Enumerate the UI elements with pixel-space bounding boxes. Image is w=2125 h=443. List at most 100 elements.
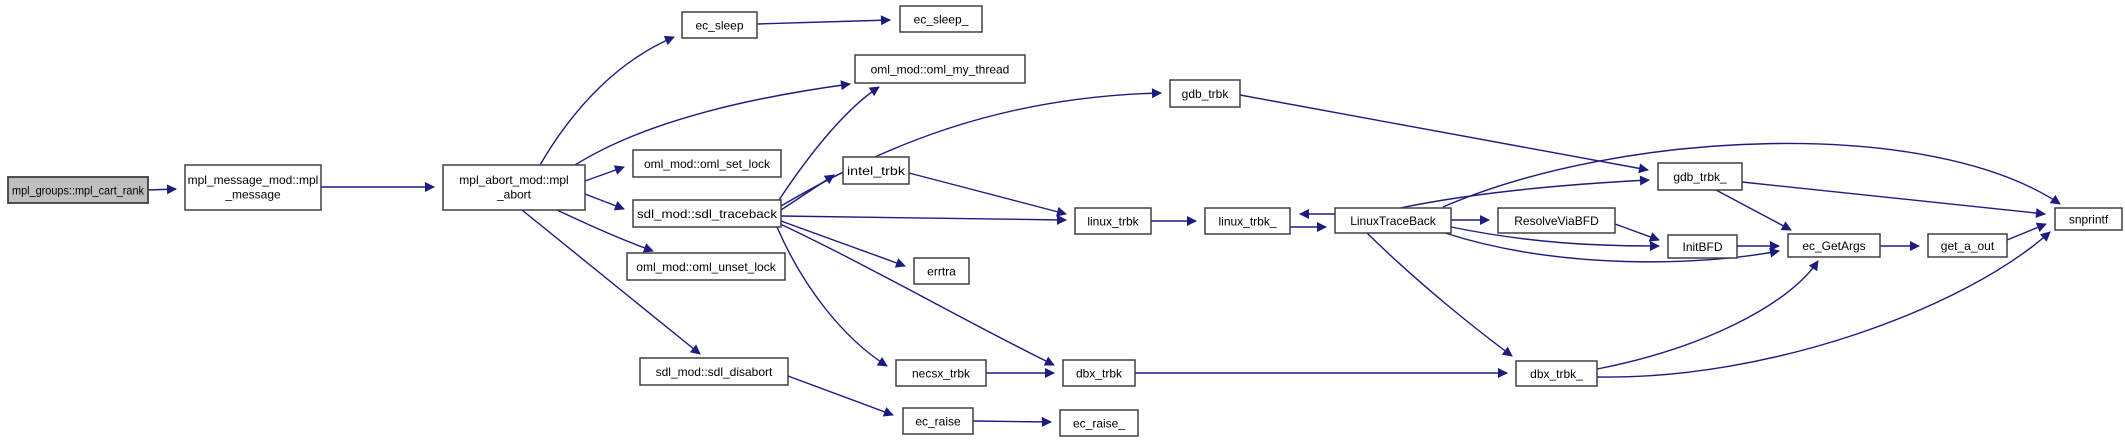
edge-gdb_trbk_-to-snprintf: [1741, 181, 2046, 219]
node-box-ec_raise_[interactable]: [1059, 409, 1139, 437]
node-box-oml_unset_lock[interactable]: [626, 252, 786, 281]
node-box-ec_GetArgs[interactable]: [1787, 233, 1881, 258]
node-label-sdl_disabort: sdl_mod::sdl_disabort: [656, 365, 773, 379]
node-mpl_abort[interactable]: mpl_abort_mod::mpl_abort: [442, 164, 586, 211]
node-ec_raise_[interactable]: ec_raise_: [1059, 409, 1139, 437]
node-label-ec_sleep: ec_sleep: [695, 19, 743, 33]
edge-mpl_abort-to-oml_my_thread: [574, 80, 851, 166]
node-ResolveViaBFD[interactable]: ResolveViaBFD: [1497, 207, 1616, 234]
node-InitBFD[interactable]: InitBFD: [1667, 234, 1738, 259]
node-label-mpl_message: mpl_message_mod::mpl_message: [188, 173, 319, 202]
node-necsx_trbk[interactable]: necsx_trbk: [895, 359, 987, 387]
node-label-oml_set_lock: oml_mod::oml_set_lock: [644, 157, 771, 171]
node-label-oml_my_thread: oml_mod::oml_my_thread: [871, 63, 1010, 77]
node-sdl_traceback[interactable]: sdl_mod::sdl_traceback: [632, 199, 782, 228]
node-linux_trbk_[interactable]: linux_trbk_: [1204, 207, 1291, 235]
edge-mpl_abort-to-sdl_disabort: [521, 209, 701, 355]
node-dbx_trbk[interactable]: dbx_trbk: [1062, 359, 1136, 387]
node-gdb_trbk[interactable]: gdb_trbk: [1169, 79, 1241, 108]
node-label-ec_sleep_: ec_sleep_: [914, 13, 969, 27]
node-box-mpl_abort[interactable]: [442, 164, 586, 211]
node-label-cart_rank: mpl_groups::mpl_cart_rank: [12, 184, 145, 198]
edge-LinuxTraceBack-to-InitBFD: [1450, 226, 1660, 251]
node-box-InitBFD[interactable]: [1667, 234, 1738, 259]
node-label-snprintf: snprintf: [2069, 213, 2109, 227]
node-ec_raise[interactable]: ec_raise: [902, 407, 974, 435]
node-label-sdl_traceback: sdl_mod::sdl_traceback: [637, 207, 778, 221]
edge-gdb_trbk_-to-ec_GetArgs: [1715, 189, 1792, 231]
edge-mpl_abort-to-sdl_traceback: [584, 193, 625, 211]
node-oml_set_lock[interactable]: oml_mod::oml_set_lock: [632, 149, 782, 178]
node-label-oml_unset_lock: oml_mod::oml_unset_lock: [636, 260, 776, 274]
node-label-gdb_trbk_: gdb_trbk_: [1673, 170, 1727, 184]
node-box-get_a_out[interactable]: [1927, 233, 2008, 258]
node-label-linux_trbk: linux_trbk: [1087, 215, 1139, 229]
node-gdb_trbk_[interactable]: gdb_trbk_: [1657, 162, 1743, 191]
node-oml_unset_lock[interactable]: oml_mod::oml_unset_lock: [626, 252, 786, 281]
node-box-sdl_traceback[interactable]: [632, 199, 782, 228]
node-box-necsx_trbk[interactable]: [895, 359, 987, 387]
node-label-ResolveViaBFD: ResolveViaBFD: [1514, 214, 1599, 228]
node-snprintf[interactable]: snprintf: [2054, 207, 2123, 231]
node-oml_my_thread[interactable]: oml_mod::oml_my_thread: [854, 54, 1026, 84]
edge-LinuxTraceBack-to-snprintf: [1442, 142, 2061, 208]
node-label-intel_trbk: intel_trbk: [847, 164, 906, 178]
node-box-oml_my_thread[interactable]: [854, 54, 1026, 84]
node-box-ec_sleep[interactable]: [681, 11, 758, 39]
node-mpl_message[interactable]: mpl_message_mod::mpl_message: [184, 164, 322, 211]
node-label-ec_GetArgs: ec_GetArgs: [1802, 239, 1865, 253]
node-LinuxTraceBack[interactable]: LinuxTraceBack: [1334, 207, 1452, 234]
edge-sdl_traceback-to-necsx_trbk: [776, 226, 888, 367]
node-ec_GetArgs[interactable]: ec_GetArgs: [1787, 233, 1881, 258]
edge-ec_raise-to-ec_raise_: [972, 416, 1052, 427]
node-label-LinuxTraceBack: LinuxTraceBack: [1350, 214, 1437, 228]
node-ec_sleep[interactable]: ec_sleep: [681, 11, 758, 39]
node-ec_sleep_[interactable]: ec_sleep_: [899, 5, 983, 33]
node-box-ec_raise[interactable]: [902, 407, 974, 435]
edge-sdl_traceback-to-intel_trbk: [780, 174, 835, 211]
node-box-snprintf[interactable]: [2054, 207, 2123, 231]
edge-sdl_traceback-to-dbx_trbk: [779, 223, 1055, 366]
node-label-dbx_trbk: dbx_trbk: [1076, 367, 1123, 381]
node-box-ResolveViaBFD[interactable]: [1497, 207, 1616, 234]
edge-LinuxTraceBack-to-gdb_trbk_: [1399, 175, 1650, 209]
edge-mpl_abort-to-ec_sleep: [539, 35, 675, 166]
edge-sdl_traceback-to-oml_my_thread: [778, 86, 880, 201]
edge-sdl_traceback-to-errtra: [780, 220, 906, 268]
edge-ec_sleep-to-ec_sleep_: [756, 15, 891, 26]
node-linux_trbk[interactable]: linux_trbk: [1074, 207, 1152, 235]
node-box-sdl_disabort[interactable]: [639, 357, 789, 386]
node-box-linux_trbk[interactable]: [1074, 207, 1152, 235]
node-label-linux_trbk_: linux_trbk_: [1218, 215, 1276, 229]
node-box-gdb_trbk_[interactable]: [1657, 162, 1743, 191]
node-box-mpl_message[interactable]: [184, 164, 322, 211]
node-label-get_a_out: get_a_out: [1941, 239, 1995, 253]
node-label-ec_raise_: ec_raise_: [1073, 417, 1125, 431]
node-label-necsx_trbk: necsx_trbk: [912, 367, 971, 381]
edge-sdl_traceback-to-linux_trbk: [780, 214, 1067, 225]
node-box-ec_sleep_[interactable]: [899, 5, 983, 33]
edge-dbx_trbk_-to-snprintf: [1596, 231, 2051, 378]
node-sdl_disabort[interactable]: sdl_mod::sdl_disabort: [639, 357, 789, 386]
edge-cart_rank-to-mpl_message: [147, 184, 177, 195]
node-box-cart_rank: [7, 176, 149, 204]
edge-LinuxTraceBack-to-ec_GetArgs: [1444, 232, 1780, 263]
node-box-LinuxTraceBack[interactable]: [1334, 207, 1452, 234]
node-intel_trbk[interactable]: intel_trbk: [842, 156, 910, 185]
node-label-dbx_trbk_: dbx_trbk_: [1530, 367, 1583, 381]
node-dbx_trbk_[interactable]: dbx_trbk_: [1515, 360, 1598, 387]
node-box-gdb_trbk[interactable]: [1169, 79, 1241, 108]
edge-mpl_abort-to-oml_set_lock: [584, 165, 625, 182]
node-errtra[interactable]: errtra: [913, 257, 970, 285]
node-box-dbx_trbk[interactable]: [1062, 359, 1136, 387]
node-get_a_out[interactable]: get_a_out: [1927, 233, 2008, 258]
node-box-linux_trbk_[interactable]: [1204, 207, 1291, 235]
edge-sdl_disabort-to-ec_raise: [787, 375, 894, 417]
node-box-errtra[interactable]: [913, 257, 970, 285]
node-box-intel_trbk[interactable]: [842, 156, 910, 185]
node-label-gdb_trbk: gdb_trbk: [1182, 87, 1230, 101]
node-box-oml_set_lock[interactable]: [632, 149, 782, 178]
node-box-dbx_trbk_[interactable]: [1515, 360, 1598, 387]
node-label-mpl_abort: mpl_abort_mod::mpl_abort: [459, 173, 568, 202]
